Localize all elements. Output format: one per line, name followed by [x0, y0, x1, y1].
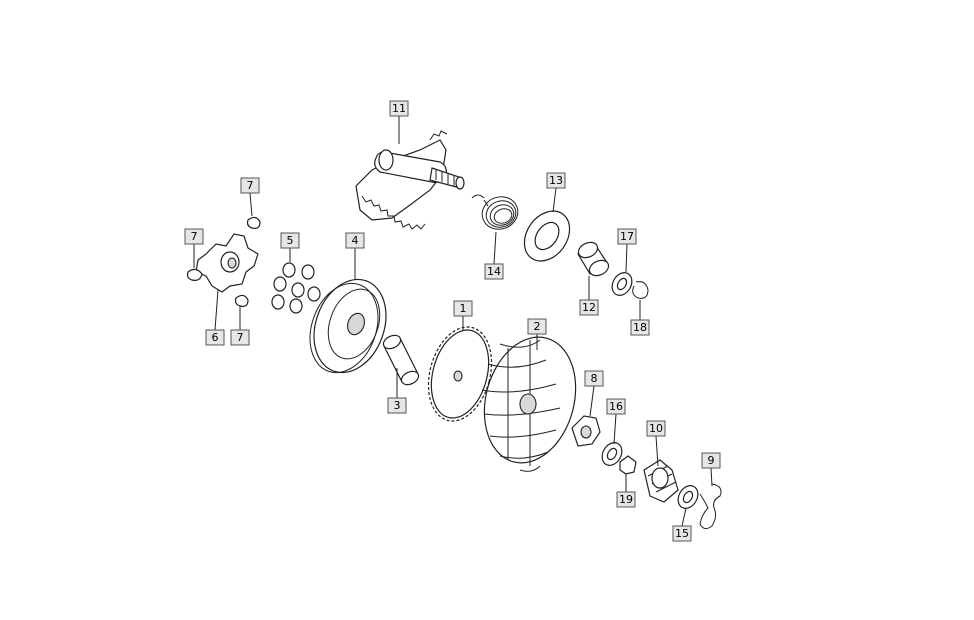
leader-lines: [193, 116, 713, 527]
callout-9: 9: [701, 452, 721, 469]
callout-label: 6: [212, 331, 219, 344]
part-2-fan: [481, 336, 577, 472]
callout-6: 6: [205, 329, 225, 346]
callout-label: 1: [460, 302, 467, 315]
part-8-hub: [571, 415, 601, 447]
part-7-slider-bottom: [234, 294, 249, 307]
callout-1: 1: [453, 300, 473, 317]
callout-label: 3: [394, 399, 401, 412]
part-7-slider-left: [186, 268, 203, 281]
callout-label: 8: [591, 372, 598, 385]
callout-18: 18: [630, 319, 650, 336]
callout-2: 2: [527, 318, 547, 335]
callout-label: 17: [620, 230, 634, 243]
callout-16: 16: [606, 398, 626, 415]
part-16-washer: [601, 442, 623, 466]
callout-label: 13: [549, 174, 563, 187]
callout-17: 17: [617, 228, 637, 245]
callout-8: 8: [584, 370, 604, 387]
callout-label: 19: [619, 493, 633, 506]
part-3-bushing: [382, 334, 420, 386]
part-12-bushing: [577, 241, 610, 277]
callout-label: 12: [582, 301, 596, 314]
callout-label: 15: [675, 527, 689, 540]
callout-10: 10: [646, 420, 666, 437]
callout-14: 14: [484, 263, 504, 280]
part-10-starter-pinion: [643, 459, 679, 503]
callout-19: 19: [616, 491, 636, 508]
part-17-washer: [611, 272, 633, 296]
callout-5: 5: [280, 232, 300, 249]
part-1-gear-ring: [427, 326, 493, 422]
part-9-clip: [699, 483, 722, 530]
callout-15: 15: [672, 525, 692, 542]
callout-label: 18: [633, 321, 647, 334]
part-5-rollers: [271, 262, 321, 314]
callout-label: 4: [352, 234, 359, 247]
part-15-washer: [677, 485, 699, 509]
callout-13: 13: [546, 172, 566, 189]
part-14-spring: [471, 194, 519, 230]
part-6-ramp-plate: [195, 233, 259, 293]
callout-label: 10: [649, 422, 663, 435]
callout-7-left: 7: [184, 228, 204, 245]
callout-label: 7: [247, 179, 254, 192]
part-11-kickstart-gear: [355, 130, 465, 230]
part-18-circlip: [632, 281, 649, 299]
callout-label: 11: [392, 102, 406, 115]
callout-label: 14: [487, 265, 501, 278]
callout-label: 9: [708, 454, 715, 467]
callout-label: 2: [534, 320, 541, 333]
part-13-washer: [523, 210, 571, 262]
callout-label: 7: [191, 230, 198, 243]
callout-label: 16: [609, 400, 623, 413]
callout-7-bottom: 7: [230, 329, 250, 346]
callout-11: 11: [389, 100, 409, 117]
part-7-slider-top: [246, 216, 261, 229]
part-19-nut: [619, 455, 637, 475]
callout-4: 4: [345, 232, 365, 249]
callout-12: 12: [579, 299, 599, 316]
callout-label: 7: [237, 331, 244, 344]
callout-7-top: 7: [240, 177, 260, 194]
callout-3: 3: [387, 397, 407, 414]
part-4-variator-pulley: [309, 278, 387, 374]
callout-label: 5: [287, 234, 294, 247]
